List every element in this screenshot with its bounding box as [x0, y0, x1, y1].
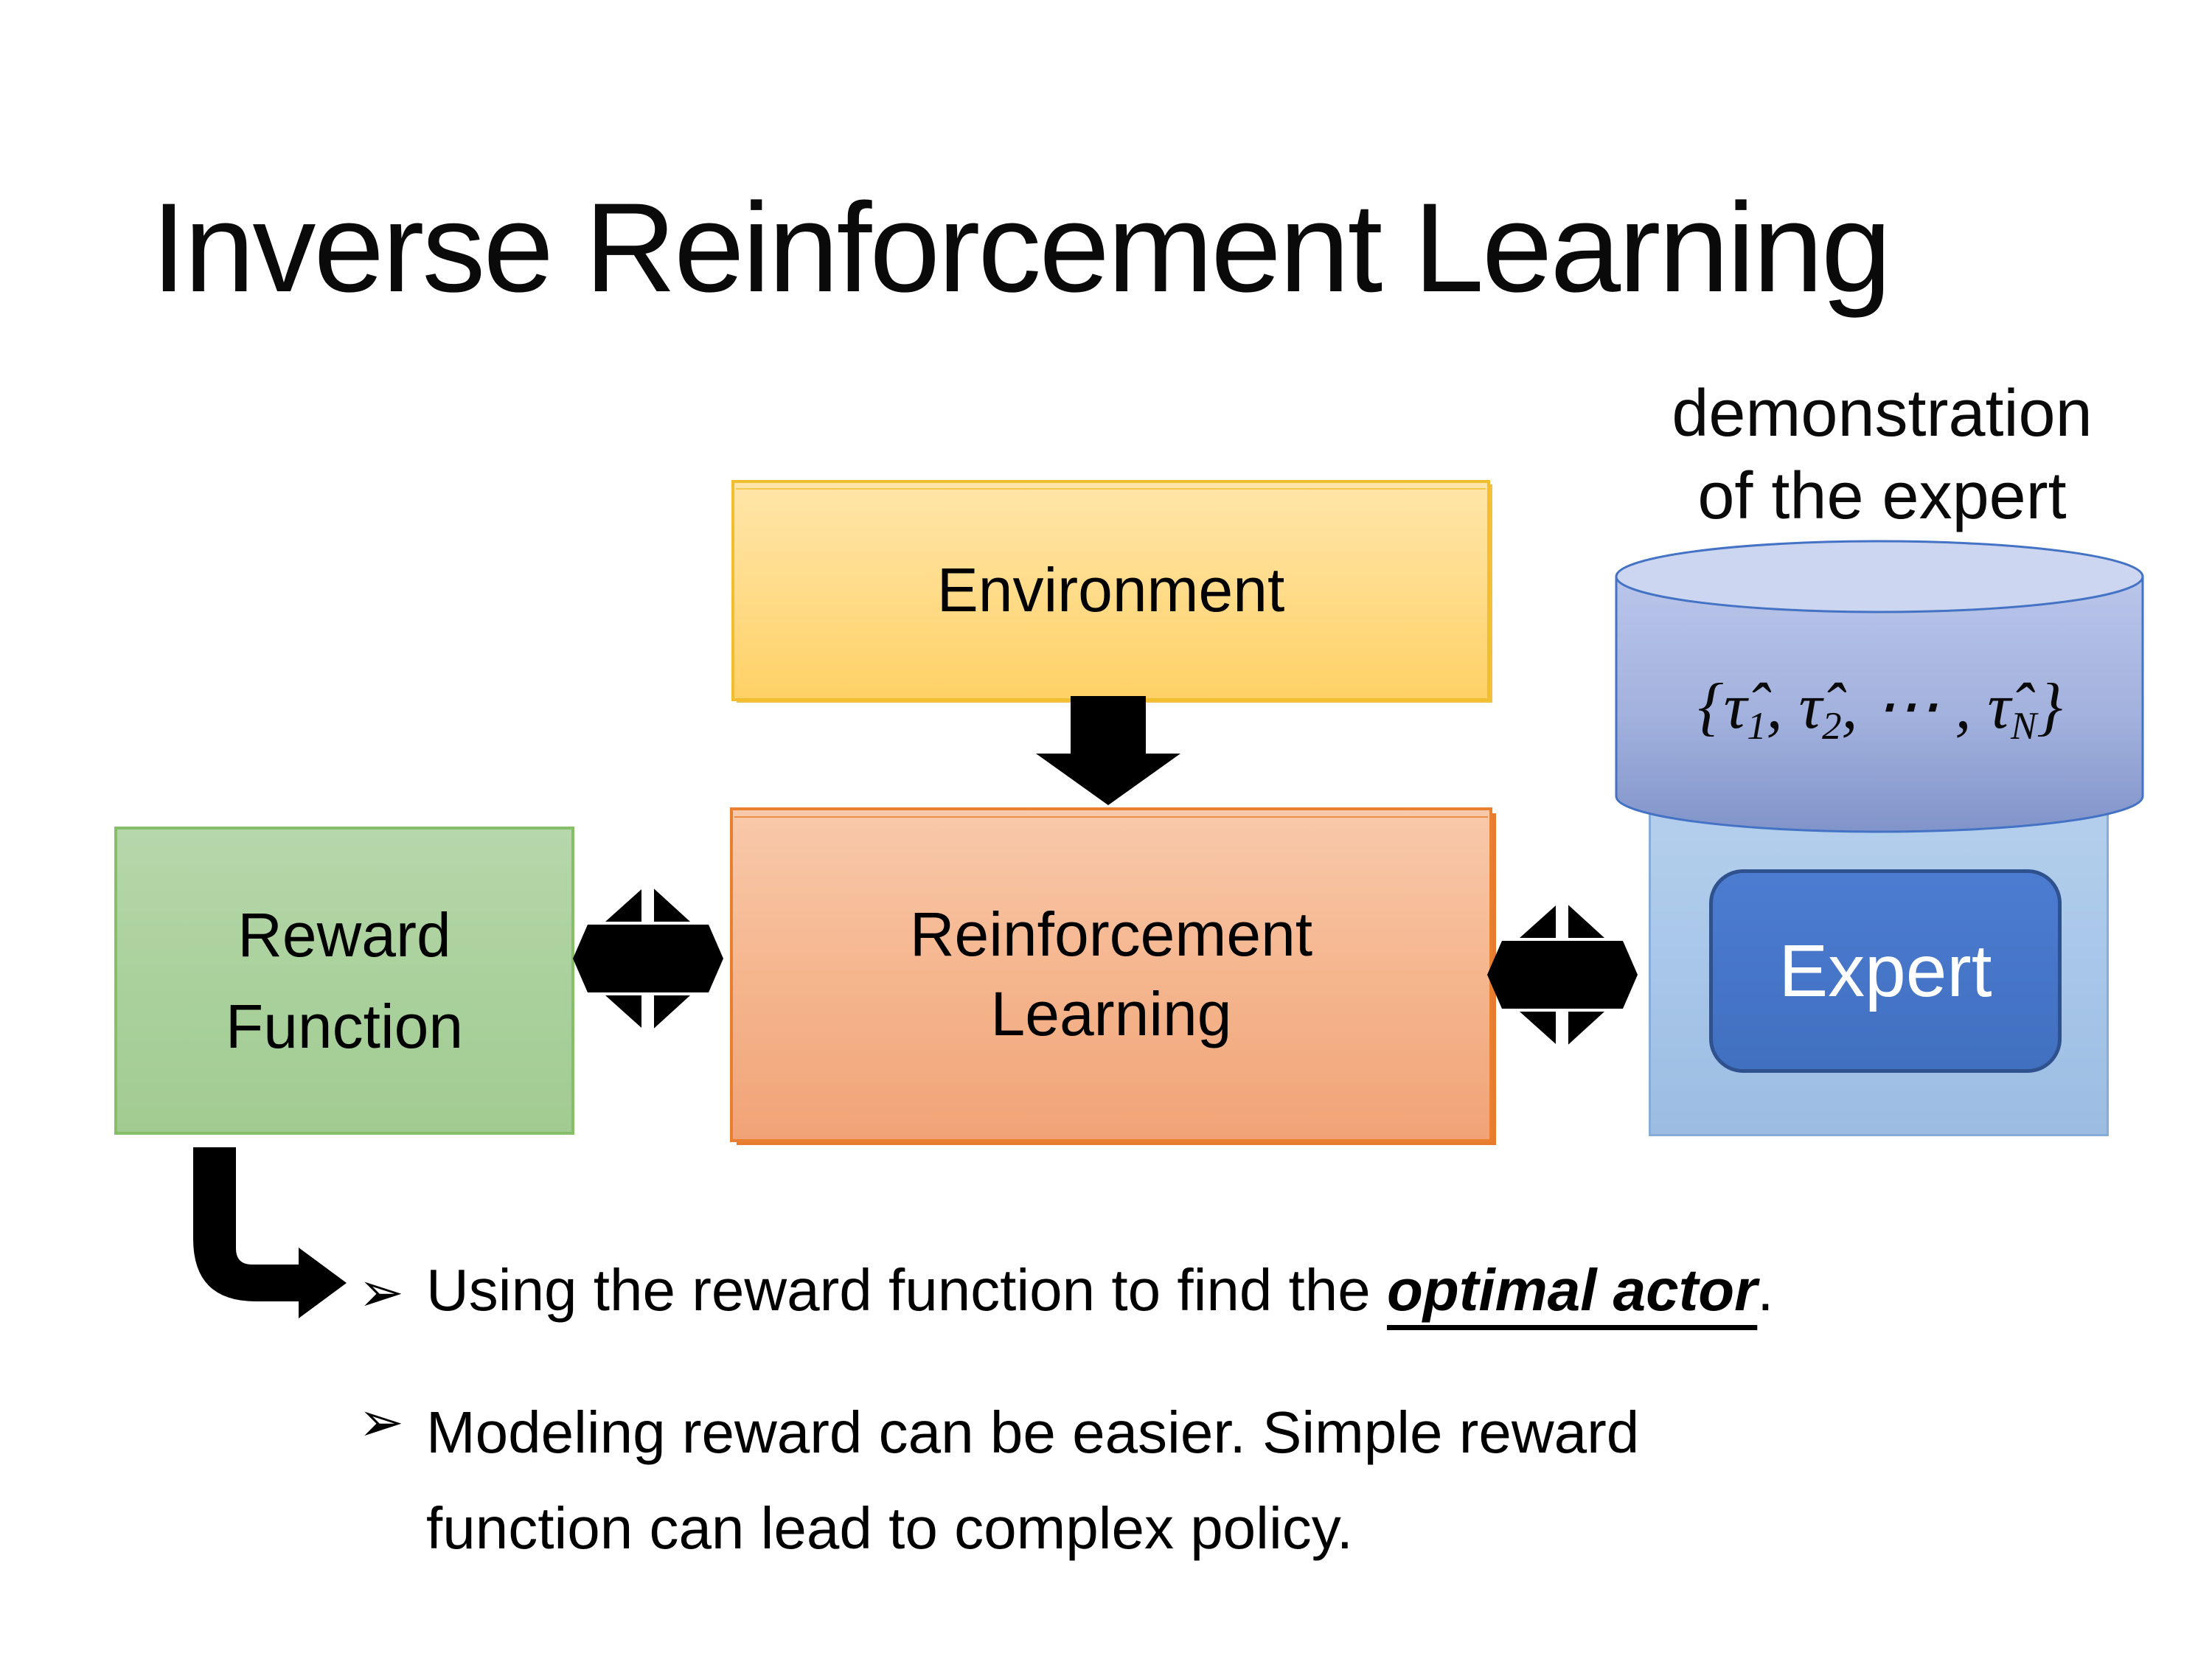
optimal-actor-emphasis: optimal actor [1386, 1257, 1758, 1323]
environment-label: Environment [936, 555, 1285, 625]
demonstration-label-line1: demonstration [1672, 377, 2093, 451]
reinforcement-learning-label: Reinforcement Learning [909, 900, 1313, 1048]
reward-function-box: Reward Function [114, 827, 574, 1135]
double-arrow-right-icon [1487, 900, 1638, 1050]
bullet-item-1: ➢ Using the reward function to find the … [358, 1255, 1774, 1326]
expert-box: Expert [1709, 869, 2062, 1073]
double-arrow-left-icon [573, 883, 723, 1034]
bullet-item-1-text: Using the reward function to find the op… [426, 1257, 1774, 1323]
bullet-chevron-icon: ➢ [358, 1391, 405, 1454]
bullet-item-2: ➢ Modeling reward can be easier. Simple … [358, 1385, 1639, 1576]
reward-function-label: Reward Function [225, 900, 464, 1061]
demonstration-label-line2: of the expert [1697, 459, 2067, 533]
bullet-item-2-text: Modeling reward can be easier. Simple re… [426, 1399, 1640, 1561]
trajectory-formula: {τ̂1, τ̂2, ⋯ , τ̂N} [1697, 671, 2063, 748]
environment-box: Environment [731, 480, 1490, 701]
down-arrow-icon [1036, 696, 1180, 805]
slide-title: Inverse Reinforcement Learning [151, 177, 1892, 319]
reinforcement-learning-box: Reinforcement Learning [730, 807, 1492, 1142]
expert-label: Expert [1778, 929, 1992, 1012]
bullet-chevron-icon: ➢ [358, 1261, 405, 1324]
bent-arrow-icon [193, 1147, 347, 1318]
demonstration-cylinder-icon [1615, 540, 2144, 833]
demonstration-label: demonstration of the expert [1622, 372, 2142, 538]
